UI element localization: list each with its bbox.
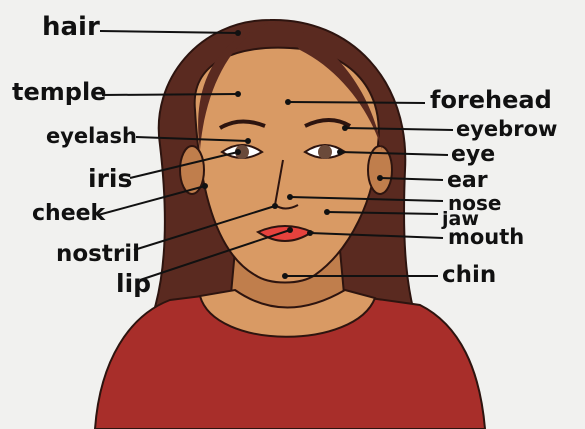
label-lip: lip — [116, 271, 151, 296]
dot-temple — [235, 91, 241, 97]
dot-hair — [235, 30, 241, 36]
dot-chin — [282, 273, 288, 279]
leader-hair — [100, 31, 238, 33]
label-eye: eye — [451, 144, 495, 166]
label-ear: ear — [447, 170, 488, 192]
leader-forehead — [288, 102, 425, 103]
dot-eyebrow — [342, 125, 348, 131]
dot-eye — [337, 149, 343, 155]
label-eyebrow: eyebrow — [456, 119, 557, 140]
dot-jaw — [324, 209, 330, 215]
dot-forehead — [285, 99, 291, 105]
label-mouth: mouth — [448, 227, 524, 248]
dot-nose — [287, 194, 293, 200]
dot-cheek — [202, 183, 208, 189]
dot-ear — [377, 175, 383, 181]
label-hair: hair — [42, 14, 100, 40]
label-cheek: cheek — [32, 203, 105, 225]
label-temple: temple — [12, 80, 106, 104]
dot-eyelash — [245, 138, 251, 144]
label-forehead: forehead — [430, 88, 552, 112]
dot-mouth — [307, 230, 313, 236]
label-iris: iris — [88, 166, 132, 191]
label-chin: chin — [442, 264, 496, 287]
dot-lip — [287, 227, 293, 233]
dot-nostril — [272, 203, 278, 209]
dot-iris — [235, 149, 241, 155]
right-iris — [318, 145, 332, 159]
leader-temple — [102, 94, 238, 95]
label-eyelash: eyelash — [46, 126, 137, 147]
label-nostril: nostril — [56, 243, 140, 266]
